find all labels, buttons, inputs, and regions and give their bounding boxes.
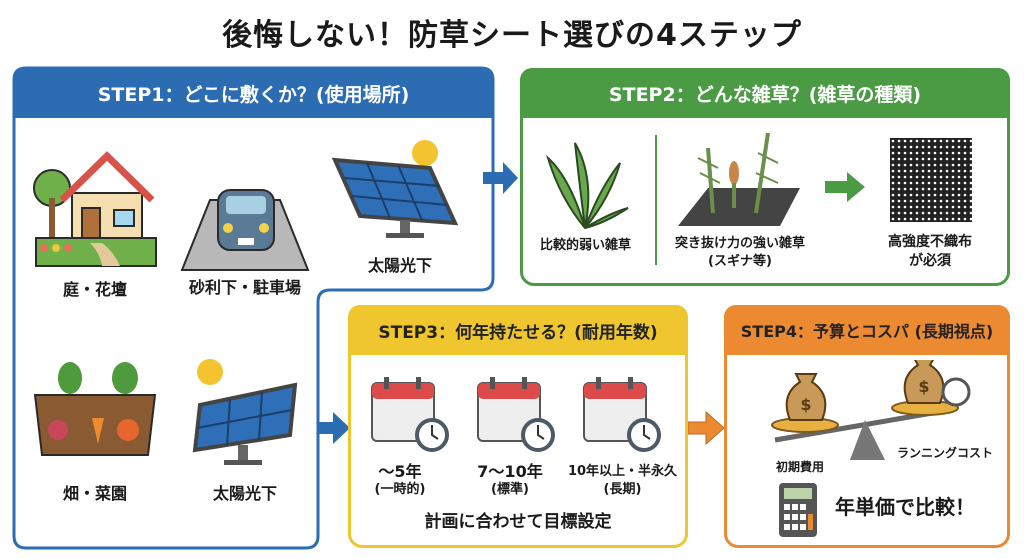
step3-item-label: 10年以上・半永久 [567, 464, 678, 479]
page-title: 後悔しない！防草シート選びの4ステップ [222, 18, 802, 53]
solar-panel-icon [331, 140, 459, 238]
balance-scale-icon: $ $ [771, 360, 971, 460]
step1-item-label: 庭・花壇 [62, 280, 127, 299]
divider [655, 135, 657, 265]
calendar-clock-icon [371, 377, 449, 452]
vegetable-field-icon [33, 362, 157, 456]
step2-header: STEP2：どんな雑草？(雑草の種類) [520, 68, 1010, 118]
car-gravel-icon [180, 189, 310, 271]
arrow-step3-to-step4 [687, 410, 725, 446]
step2-item-label: 高強度不織布 [888, 234, 972, 250]
arrow-step1-to-step2 [483, 162, 518, 194]
weed-icon [546, 142, 629, 230]
step3-footer: 計画に合わせて目標設定 [424, 512, 612, 532]
calendar-clock-icon [477, 377, 555, 452]
initial-cost-label: 初期費用 [775, 460, 824, 474]
running-cost-label: ランニングコスト [896, 446, 993, 460]
step1-item-label: 畑・菜園 [62, 484, 127, 503]
step3-item-sublabel: (標準) [491, 482, 529, 497]
calendar-clock-icon [583, 377, 661, 452]
step4-footer: 年単価で比較！ [835, 495, 975, 519]
step1-header: STEP1：どこに敷くか？(使用場所) [97, 83, 410, 106]
step3-item-sublabel: (一時的) [374, 482, 426, 497]
step1-item-label: 砂利下・駐車場 [188, 278, 301, 297]
step2-item-sublabel: (スギナ等) [708, 254, 772, 269]
step2-item-label: 突き抜け力の強い雑草 [674, 236, 805, 251]
step2-item-label: 比較的弱い雑草 [539, 238, 631, 253]
solar-panel-icon [192, 359, 298, 465]
step3-item-sublabel: (長期) [603, 482, 642, 497]
arrow-step1-to-step3 [318, 412, 350, 444]
step3-item-label: 7〜10年 [477, 462, 543, 481]
step3-header: STEP3：何年持たせる？(耐用年数) [348, 305, 688, 355]
svg-text:$: $ [800, 395, 811, 414]
step2-item-sublabel: が必須 [909, 253, 951, 269]
svg-text:$: $ [918, 377, 929, 396]
step3-item-label: 〜5年 [378, 462, 422, 481]
step1-item-label: 太陽光下 [212, 484, 277, 503]
horsetail-icon [678, 132, 800, 226]
house-garden-icon [33, 151, 157, 267]
step4-header: STEP4：予算とコスパ (長期視点) [724, 305, 1010, 355]
arrow-right-icon [825, 172, 865, 202]
step1-item-label: 太陽光下 [367, 256, 432, 275]
nonwoven-fabric-icon [890, 138, 972, 222]
calculator-icon [779, 483, 817, 537]
